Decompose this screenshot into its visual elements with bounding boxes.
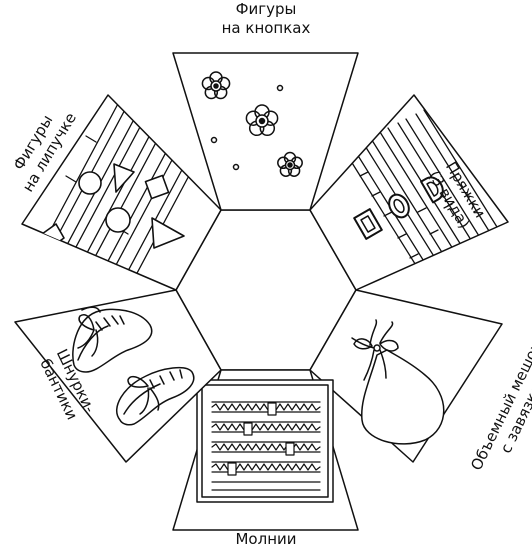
triangle-shape-icon (113, 163, 135, 193)
label-bottom: Молнии (235, 530, 297, 548)
zipper-pull-icon (227, 462, 237, 476)
flower-icon (277, 151, 303, 177)
d-buckle-icon (420, 176, 444, 204)
shape-icons (41, 163, 185, 249)
zipper-rows (211, 401, 321, 491)
flower-icon (201, 71, 231, 100)
round-buckle-icon (388, 193, 410, 219)
zipper-pull-icon (285, 442, 295, 456)
zipper-frame (196, 379, 334, 503)
triangle-shape-icon (151, 217, 185, 249)
shoe-icon (115, 366, 195, 426)
square-shape-icon (144, 174, 170, 200)
button-icon (210, 136, 218, 144)
panel-top-left (21, 94, 222, 291)
panel-bottom-left (14, 289, 222, 463)
square-buckle-icon (353, 208, 383, 240)
zipper-pull-icon (267, 402, 277, 416)
drawstring-bag-icon (351, 319, 445, 445)
circle-shape-icon (78, 171, 102, 195)
flower-icon (245, 104, 279, 137)
button-icon (276, 84, 284, 92)
button-icon (232, 163, 240, 171)
circle-shape-icon (105, 207, 131, 233)
panel-top (172, 52, 359, 211)
panel-bottom (172, 369, 359, 531)
shoe-icon (72, 306, 153, 373)
zipper-pull-icon (243, 422, 253, 436)
panel-top-right (309, 94, 509, 291)
panel-bottom-right (309, 289, 503, 463)
